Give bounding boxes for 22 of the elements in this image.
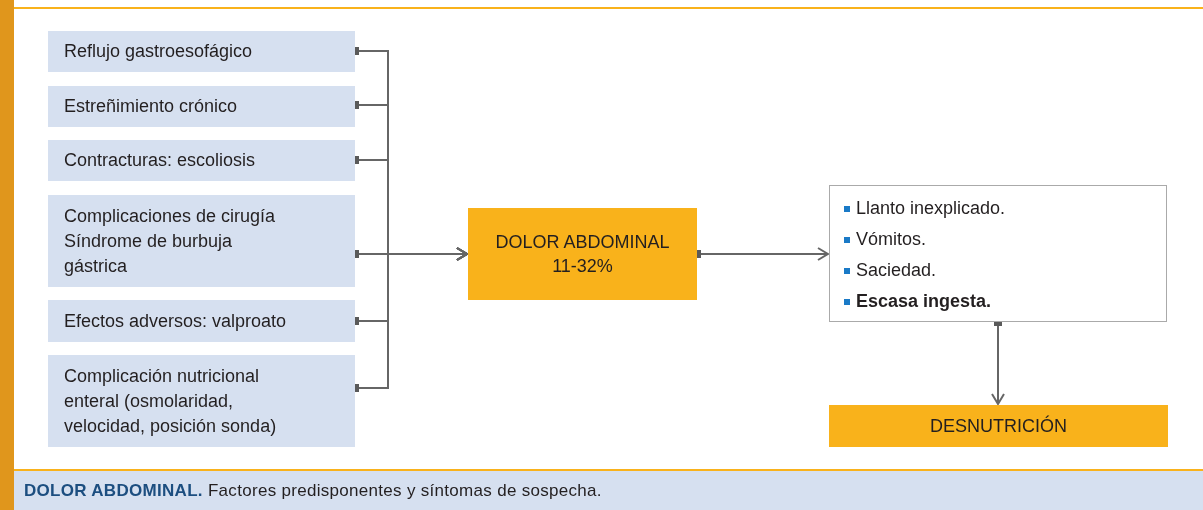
- result-box: [829, 405, 1168, 447]
- factor-text: Complicaciones de cirugía Síndrome de burbuja gástrica: [64, 204, 277, 278]
- symptom-text: Llanto inexplicado.: [856, 197, 1006, 220]
- factor-box: [48, 140, 355, 181]
- box-text: DOLOR ABDOMINAL 11-32%: [494, 231, 671, 278]
- factor-text: Efectos adversos: valproato: [64, 309, 288, 333]
- box-text: DESNUTRICIÓN: [930, 414, 1067, 438]
- process-box: [468, 208, 697, 300]
- factor-box: [48, 355, 355, 447]
- factor-text: Contracturas: escoliosis: [64, 149, 257, 172]
- caption-text: DOLOR ABDOMINAL. Factores predisponentes y síntomas de sospecha.: [24, 479, 602, 502]
- factor-box: [48, 300, 355, 342]
- factor-box: [48, 195, 355, 287]
- factor-text: Complicación nutricional enteral (osmolaridad, velocidad, posición sonda): [64, 364, 278, 438]
- factor-box: [48, 86, 355, 127]
- symptom-text: Escasa ingesta.: [856, 290, 992, 313]
- factor-text: Estreñimiento crónico: [64, 95, 239, 118]
- symptom-text: Vómitos.: [856, 228, 927, 251]
- factor-text: Reflujo gastroesofágico: [64, 40, 254, 63]
- factor-box: [48, 31, 355, 72]
- symptom-text: Saciedad.: [856, 259, 937, 282]
- symptom-list-box: [829, 185, 1167, 322]
